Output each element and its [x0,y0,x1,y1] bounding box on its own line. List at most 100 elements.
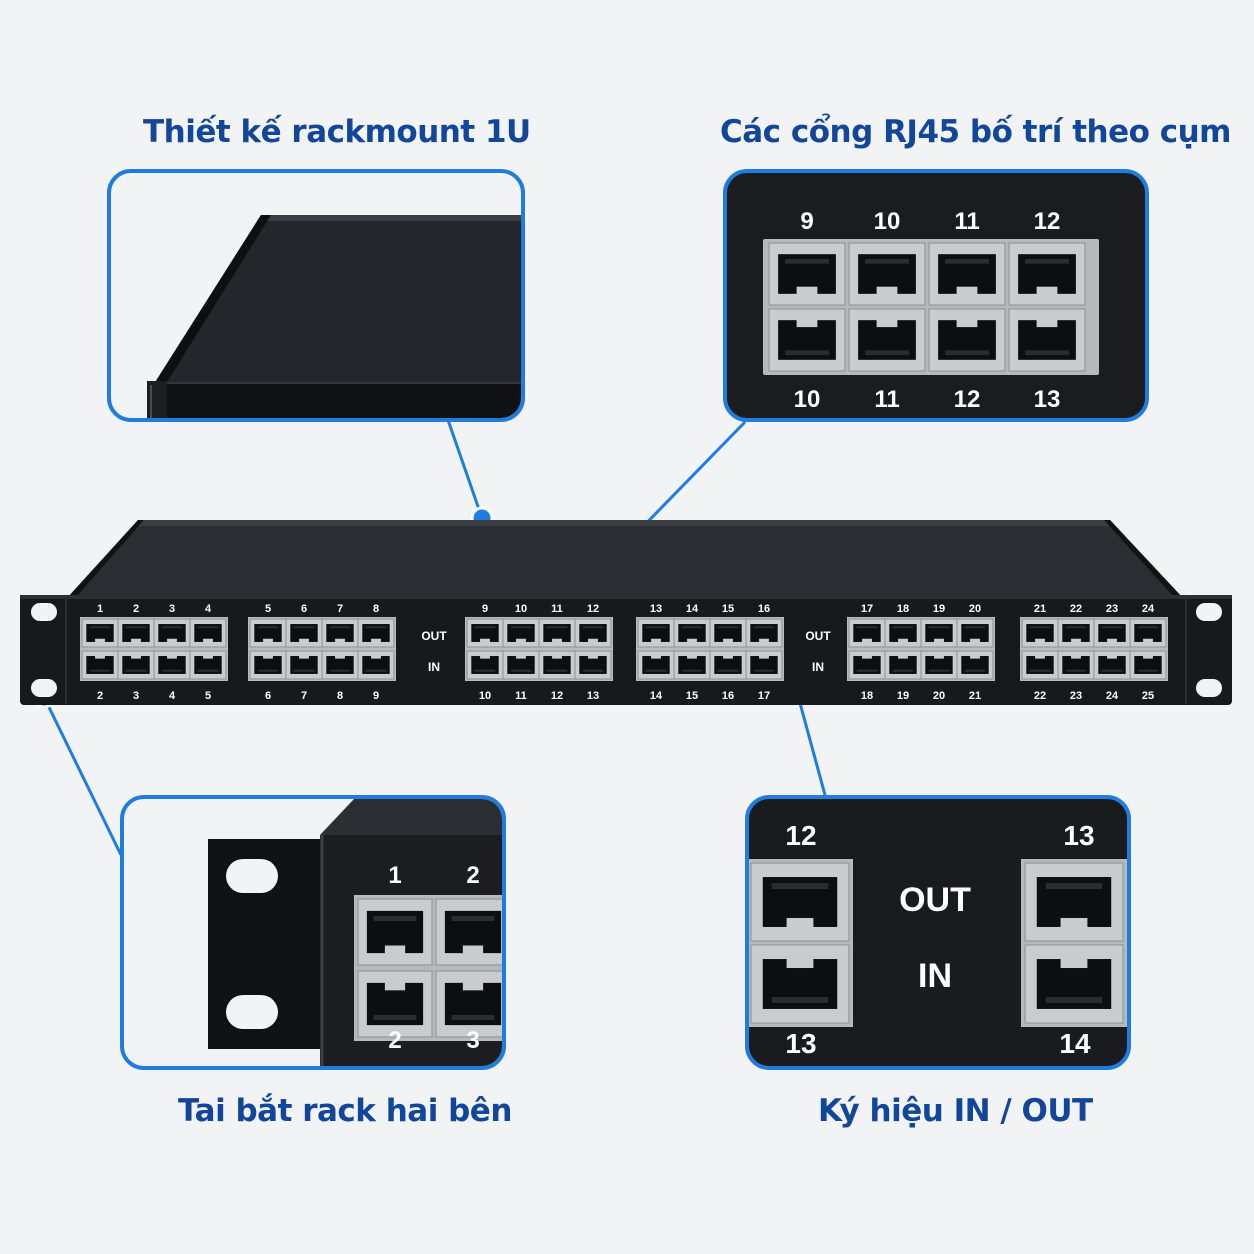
rj45-port [673,650,711,680]
out-label-zoom: OUT [899,881,971,919]
rj45-port [1021,650,1059,680]
rj45-port [709,650,747,680]
port-number: 5 [205,690,211,702]
marker-dot-ports [576,572,600,596]
out-label-1: OUT [421,629,447,643]
rj45-port [357,898,433,966]
rj45-port [1057,618,1095,648]
port-number: 3 [169,603,175,615]
rj45-port [637,618,675,648]
port-number: 22 [1034,690,1046,702]
chassis-top [68,520,1182,597]
port-block [636,617,784,681]
rj45-port [848,308,926,372]
in-label-2: IN [812,660,824,674]
rj45-port [709,618,747,648]
port-number: 5 [265,603,271,615]
zoom-port-number: 10 [874,208,901,235]
ear-hole [226,995,278,1029]
port-block [1020,617,1168,681]
port-number: 17 [861,603,873,615]
port-number: 25 [1142,690,1154,702]
port-number: 1 [97,603,103,615]
rj45-port [117,618,155,648]
rj45-port [920,618,958,648]
rj45-port [848,618,886,648]
port-number: 3 [133,690,139,702]
zoom-port-number: 3 [466,1027,479,1054]
port-block [248,617,396,681]
zoom-port-number: 13 [1063,820,1094,851]
ear-hole [1196,679,1222,697]
rj45-port [285,650,323,680]
rj45-port [357,970,433,1038]
port-block [465,617,613,681]
rj45-port [357,618,395,648]
rj45-port [1008,308,1086,372]
rj45-port [189,650,227,680]
out-label-2: OUT [805,629,831,643]
rj45-port [1093,618,1131,648]
port-number: 7 [301,690,307,702]
in-label-zoom: IN [918,957,952,995]
rj45-port [1024,944,1124,1024]
port-number: 24 [1142,603,1155,615]
port-number: 10 [479,690,491,702]
rj45-port [1008,242,1086,306]
rj45-port [466,650,504,680]
front-face [20,595,1232,705]
zoom-port-number: 9 [800,208,813,235]
rj45-port [81,618,119,648]
rj45-port [768,308,846,372]
rj45-port [538,618,576,648]
port-number: 18 [861,690,873,702]
rj45-port [502,650,540,680]
port-number: 2 [133,603,139,615]
rj45-port [117,650,155,680]
rj45-port [1024,862,1124,942]
port-number: 21 [1034,603,1046,615]
port-number: 12 [551,690,563,702]
zoom-port-number: 13 [785,1028,816,1059]
zoom-port-number: 2 [388,1027,401,1054]
port-block [847,617,995,681]
rj45-port [920,650,958,680]
rj45-port [357,650,395,680]
port-number: 9 [482,603,488,615]
rj45-port [249,650,287,680]
port-number: 20 [933,690,945,702]
rj45-port [928,308,1006,372]
ear-hole [226,859,278,893]
rj45-port [81,650,119,680]
rj45-port [637,650,675,680]
port-number: 11 [515,690,527,702]
rj45-port [750,944,850,1024]
rj45-port [956,650,994,680]
rj45-port [956,618,994,648]
zoom-port-number: 10 [794,386,821,413]
port-number: 13 [650,603,662,615]
zoom-port-number: 12 [1034,208,1061,235]
rj45-port [189,618,227,648]
port-block [80,617,228,681]
port-number: 16 [722,690,734,702]
rj45-port [1093,650,1131,680]
zoom-port-number: 14 [1059,1028,1091,1059]
zoom-port-number: 1 [388,862,401,889]
rj45-port [745,650,783,680]
rj45-port [435,898,502,966]
rj45-port [1057,650,1095,680]
rj45-port [884,618,922,648]
port-number: 7 [337,603,343,615]
zoom-port-number: 11 [954,208,979,235]
caption-rack-ears: Tai bắt rack hai bên [178,1093,512,1129]
rj45-port [321,618,359,648]
ear-hole [31,603,57,621]
rj45-port [745,618,783,648]
rj45-port [884,650,922,680]
rj45-port [928,242,1006,306]
zoom-port-number: 11 [874,386,899,413]
rj45-port [435,970,502,1038]
